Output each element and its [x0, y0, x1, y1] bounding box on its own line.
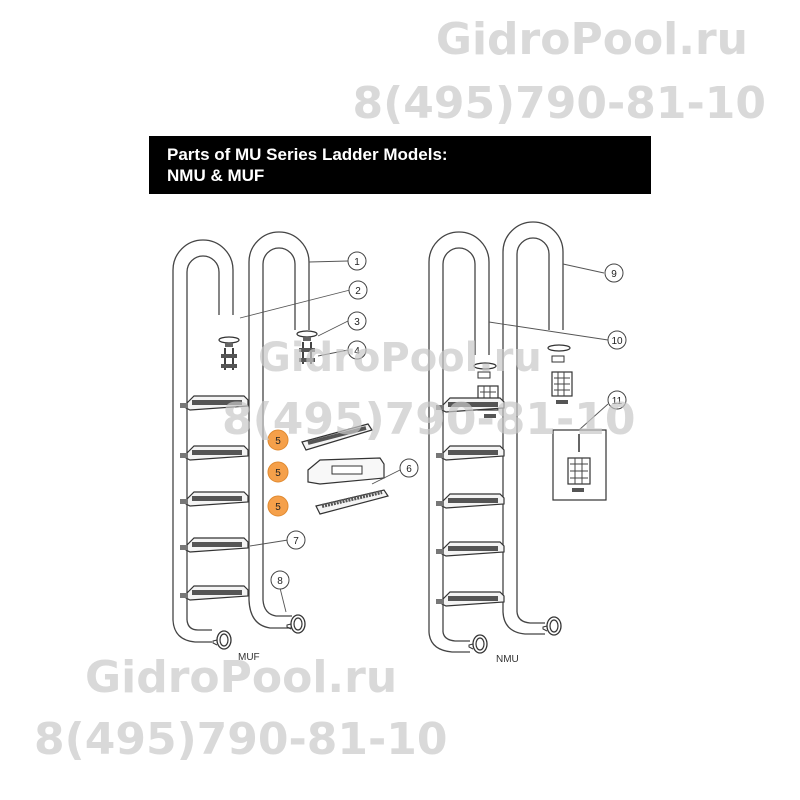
step-variant-c	[315, 489, 389, 515]
anchor-detail-box	[552, 429, 607, 501]
muf-escutcheon-left	[212, 630, 232, 650]
step-variant-a	[301, 423, 373, 451]
svg-text:11: 11	[612, 396, 623, 407]
model-label-nmu: NMU	[496, 654, 519, 665]
callout-1: 1	[347, 251, 367, 271]
callout-4: 4	[347, 340, 367, 360]
svg-text:1: 1	[354, 257, 360, 268]
muf-escutcheon-right	[286, 614, 306, 634]
svg-text:5: 5	[275, 468, 281, 479]
svg-text:2: 2	[355, 286, 361, 297]
svg-text:9: 9	[611, 269, 617, 280]
watermark-phone: 8(495)790-81-10	[34, 714, 448, 765]
callout-6: 6	[399, 458, 419, 478]
header-banner: Parts of MU Series Ladder Models: NMU & …	[149, 136, 651, 194]
svg-text:6: 6	[406, 464, 412, 475]
callout-11: 11	[607, 390, 627, 410]
svg-text:8: 8	[277, 576, 283, 587]
svg-text:7: 7	[293, 536, 299, 547]
svg-text:5: 5	[275, 502, 281, 513]
callout-5-a: 5	[267, 429, 289, 451]
model-label-muf: MUF	[238, 652, 260, 663]
svg-text:10: 10	[611, 336, 623, 347]
callout-10: 10	[607, 330, 627, 350]
watermark-site: GidroPool.ru	[258, 335, 542, 381]
watermark-site: GidroPool.ru	[435, 14, 748, 65]
callout-8: 8	[270, 570, 290, 590]
muf-ladder	[172, 231, 310, 643]
nmu-escutcheon-left	[468, 634, 488, 654]
callout-2: 2	[348, 280, 368, 300]
nmu-escutcheon-right	[542, 616, 562, 636]
watermark-phone: 8(495)790-81-10	[352, 78, 766, 129]
header-line-2: NMU & MUF	[167, 166, 265, 185]
callout-9: 9	[604, 263, 624, 283]
step-variant-b	[307, 457, 385, 485]
watermark-phone: 8(495)790-81-10	[222, 394, 636, 445]
svg-text:5: 5	[275, 436, 281, 447]
svg-text:3: 3	[354, 317, 360, 328]
callout-5-b: 5	[267, 461, 289, 483]
callout-7: 7	[286, 530, 306, 550]
leader-lines	[239, 260, 609, 613]
nmu-ladder	[428, 221, 564, 653]
muf-anchor-left	[218, 336, 240, 371]
header-line-1: Parts of MU Series Ladder Models:	[167, 145, 448, 164]
callout-5-c: 5	[267, 495, 289, 517]
watermark-site: GidroPool.ru	[85, 652, 398, 703]
svg-text:4: 4	[354, 346, 360, 357]
nmu-anchor-right	[547, 344, 573, 404]
callout-3: 3	[347, 311, 367, 331]
